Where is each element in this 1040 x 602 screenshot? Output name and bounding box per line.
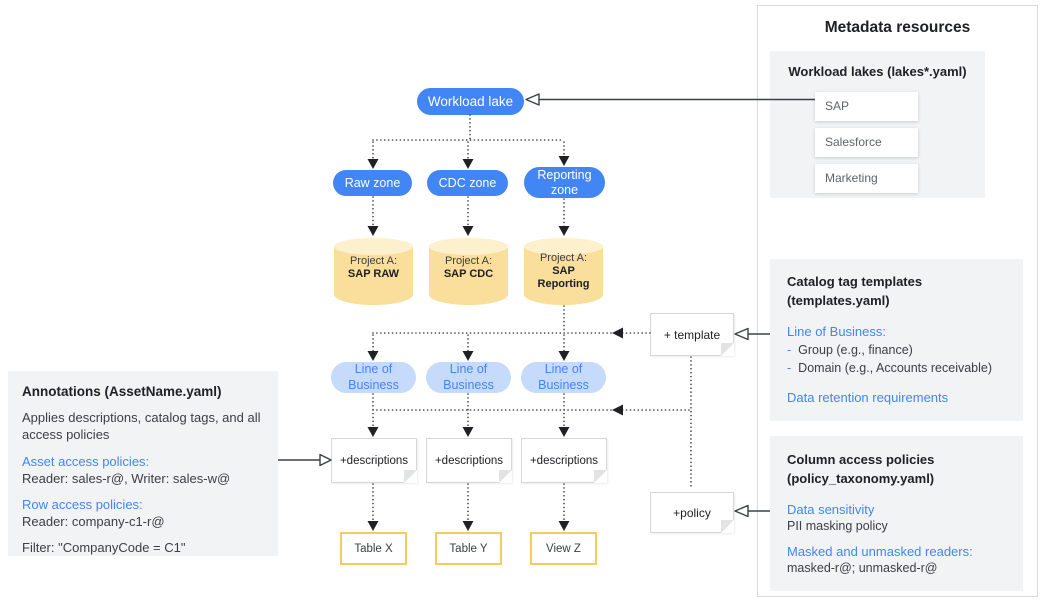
folded-corner	[721, 343, 734, 356]
asset-policies-body: Reader: sales-r@, Writer: sales-w@	[22, 471, 231, 487]
catalog-title-line1: Catalog tag templates	[787, 274, 923, 289]
project-node-sap-raw: Project A: SAP RAW	[334, 238, 413, 305]
arrowhead-down	[558, 521, 570, 531]
data-sensitivity-heading: Data sensitivity	[787, 501, 875, 517]
folded-corner	[721, 520, 734, 533]
project-prefix: Project A:	[349, 255, 398, 267]
project-name: SAP RAW	[347, 268, 400, 280]
annotations-panel: Annotations (AssetName.yaml) Applies des…	[8, 371, 278, 556]
project-prefix: Project A:	[444, 255, 493, 267]
data-sensitivity-body: PII masking policy	[787, 518, 888, 533]
lake-item-salesforce: Salesforce	[815, 128, 918, 157]
project-name: SAP Reporting	[537, 265, 590, 291]
masked-readers-heading: Masked and unmasked readers:	[787, 543, 973, 559]
lob-node-3: Line of Business	[521, 362, 606, 393]
arrowhead-down	[462, 159, 474, 169]
connector-descriptions-to-tables	[372, 483, 565, 523]
arrowhead-left	[612, 327, 623, 339]
filter-text: Filter: "CompanyCode = C1"	[22, 540, 186, 556]
arrowhead-down	[462, 521, 474, 531]
arrowhead-down	[462, 351, 474, 361]
arrowhead-down	[558, 226, 570, 236]
arrowhead-down	[558, 351, 570, 361]
lob-heading: Line of Business:	[787, 323, 887, 339]
asset-policies-heading: Asset access policies:	[22, 454, 150, 470]
catalog-bullet-domain: - Domain (e.g., Accounts receivable)	[787, 359, 1006, 377]
policies-title-line1: Column access policies	[787, 452, 935, 467]
catalog-title-line2: (templates.yaml)	[787, 292, 890, 308]
workload-lake-node: Workload lake	[417, 88, 524, 115]
table-x-node: Table X	[340, 532, 407, 565]
open-arrowhead-left	[525, 93, 540, 106]
arrowhead-down	[462, 427, 474, 437]
bullet-text: Domain (e.g., Accounts receivable)	[798, 360, 993, 375]
arrowhead-down	[558, 156, 570, 166]
arrowhead-down	[367, 351, 379, 361]
cylinder-body	[524, 246, 603, 305]
lob-node-2: Line of Business	[426, 362, 511, 393]
arrowhead-down	[462, 226, 474, 236]
note-label: +descriptions	[529, 454, 599, 467]
note-label: +descriptions	[434, 454, 504, 467]
masked-readers-body: masked-r@; unmasked-r@	[787, 560, 938, 575]
policies-title-line2: (policy_taxonomy.yaml)	[787, 470, 935, 486]
note-label: +descriptions	[339, 454, 409, 467]
project-node-sap-cdc: Project A: SAP CDC	[429, 238, 508, 305]
cylinder-body	[429, 246, 508, 305]
folded-corner	[404, 470, 417, 483]
bullet-dash: -	[787, 342, 792, 357]
project-node-sap-reporting: Project A: SAP Reporting	[524, 238, 603, 305]
open-arrowhead-left	[734, 327, 749, 341]
lake-item-sap: SAP	[815, 92, 918, 121]
folded-corner	[499, 470, 512, 483]
metadata-panel-title: Metadata resources	[824, 19, 971, 36]
arrowhead-down	[558, 427, 570, 437]
arrowhead-down	[367, 427, 379, 437]
row-policies-heading: Row access policies:	[22, 497, 143, 513]
folded-corner	[594, 470, 607, 483]
descriptions-note-2: +descriptions	[426, 438, 512, 483]
connector-template-to-lob	[372, 305, 651, 353]
workload-lakes-box: Workload lakes (lakes*.yaml) SAP Salesfo…	[770, 51, 985, 198]
note-label: +policy	[673, 505, 711, 520]
open-arrowhead-right	[319, 453, 332, 467]
metadata-resources-panel: Metadata resources Workload lakes (lakes…	[757, 5, 1038, 597]
note-label: + template	[663, 327, 721, 342]
row-policies-body: Reader: company-c1-r@	[22, 514, 165, 530]
cylinder-body	[334, 246, 413, 305]
lake-item-marketing: Marketing	[815, 164, 918, 193]
zone-node-raw: Raw zone	[333, 170, 412, 196]
template-note: + template	[650, 313, 734, 356]
annotations-description: Applies descriptions, catalog tags, and …	[22, 410, 261, 442]
lob-node-1: Line of Business	[331, 362, 416, 393]
arrowhead-down	[367, 521, 379, 531]
view-z-node: View Z	[530, 532, 597, 565]
table-y-node: Table Y	[435, 532, 502, 565]
cylinder-top	[429, 238, 508, 255]
bullet-text: Group (e.g., finance)	[798, 342, 913, 357]
column-policies-box: Column access policies (policy_taxonomy.…	[770, 436, 1023, 591]
data-retention-heading: Data retention requirements	[787, 389, 949, 405]
annotations-title: Annotations (AssetName.yaml)	[22, 384, 222, 399]
cylinder-top	[524, 238, 603, 255]
project-name: SAP CDC	[443, 268, 494, 280]
open-arrowhead-left	[734, 504, 749, 518]
arrowhead-down	[367, 226, 379, 236]
zone-node-reporting: Reporting zone	[524, 167, 605, 198]
arrowhead-down	[367, 159, 379, 169]
project-prefix: Project A:	[539, 252, 588, 264]
catalog-templates-box: Catalog tag templates (templates.yaml) L…	[770, 259, 1023, 421]
connector-lake-to-zones	[372, 114, 565, 161]
connector-zones-to-projects	[372, 196, 565, 228]
cylinder-top	[334, 238, 413, 255]
workload-lakes-title: Workload lakes (lakes*.yaml)	[788, 64, 967, 79]
zone-node-cdc: CDC zone	[427, 170, 508, 196]
descriptions-note-1: +descriptions	[331, 438, 417, 483]
catalog-bullet-group: - Group (e.g., finance)	[787, 341, 1006, 359]
policy-note: +policy	[650, 492, 734, 533]
descriptions-note-3: +descriptions	[521, 438, 607, 483]
arrowhead-left	[612, 404, 623, 416]
bullet-dash: -	[787, 360, 792, 375]
